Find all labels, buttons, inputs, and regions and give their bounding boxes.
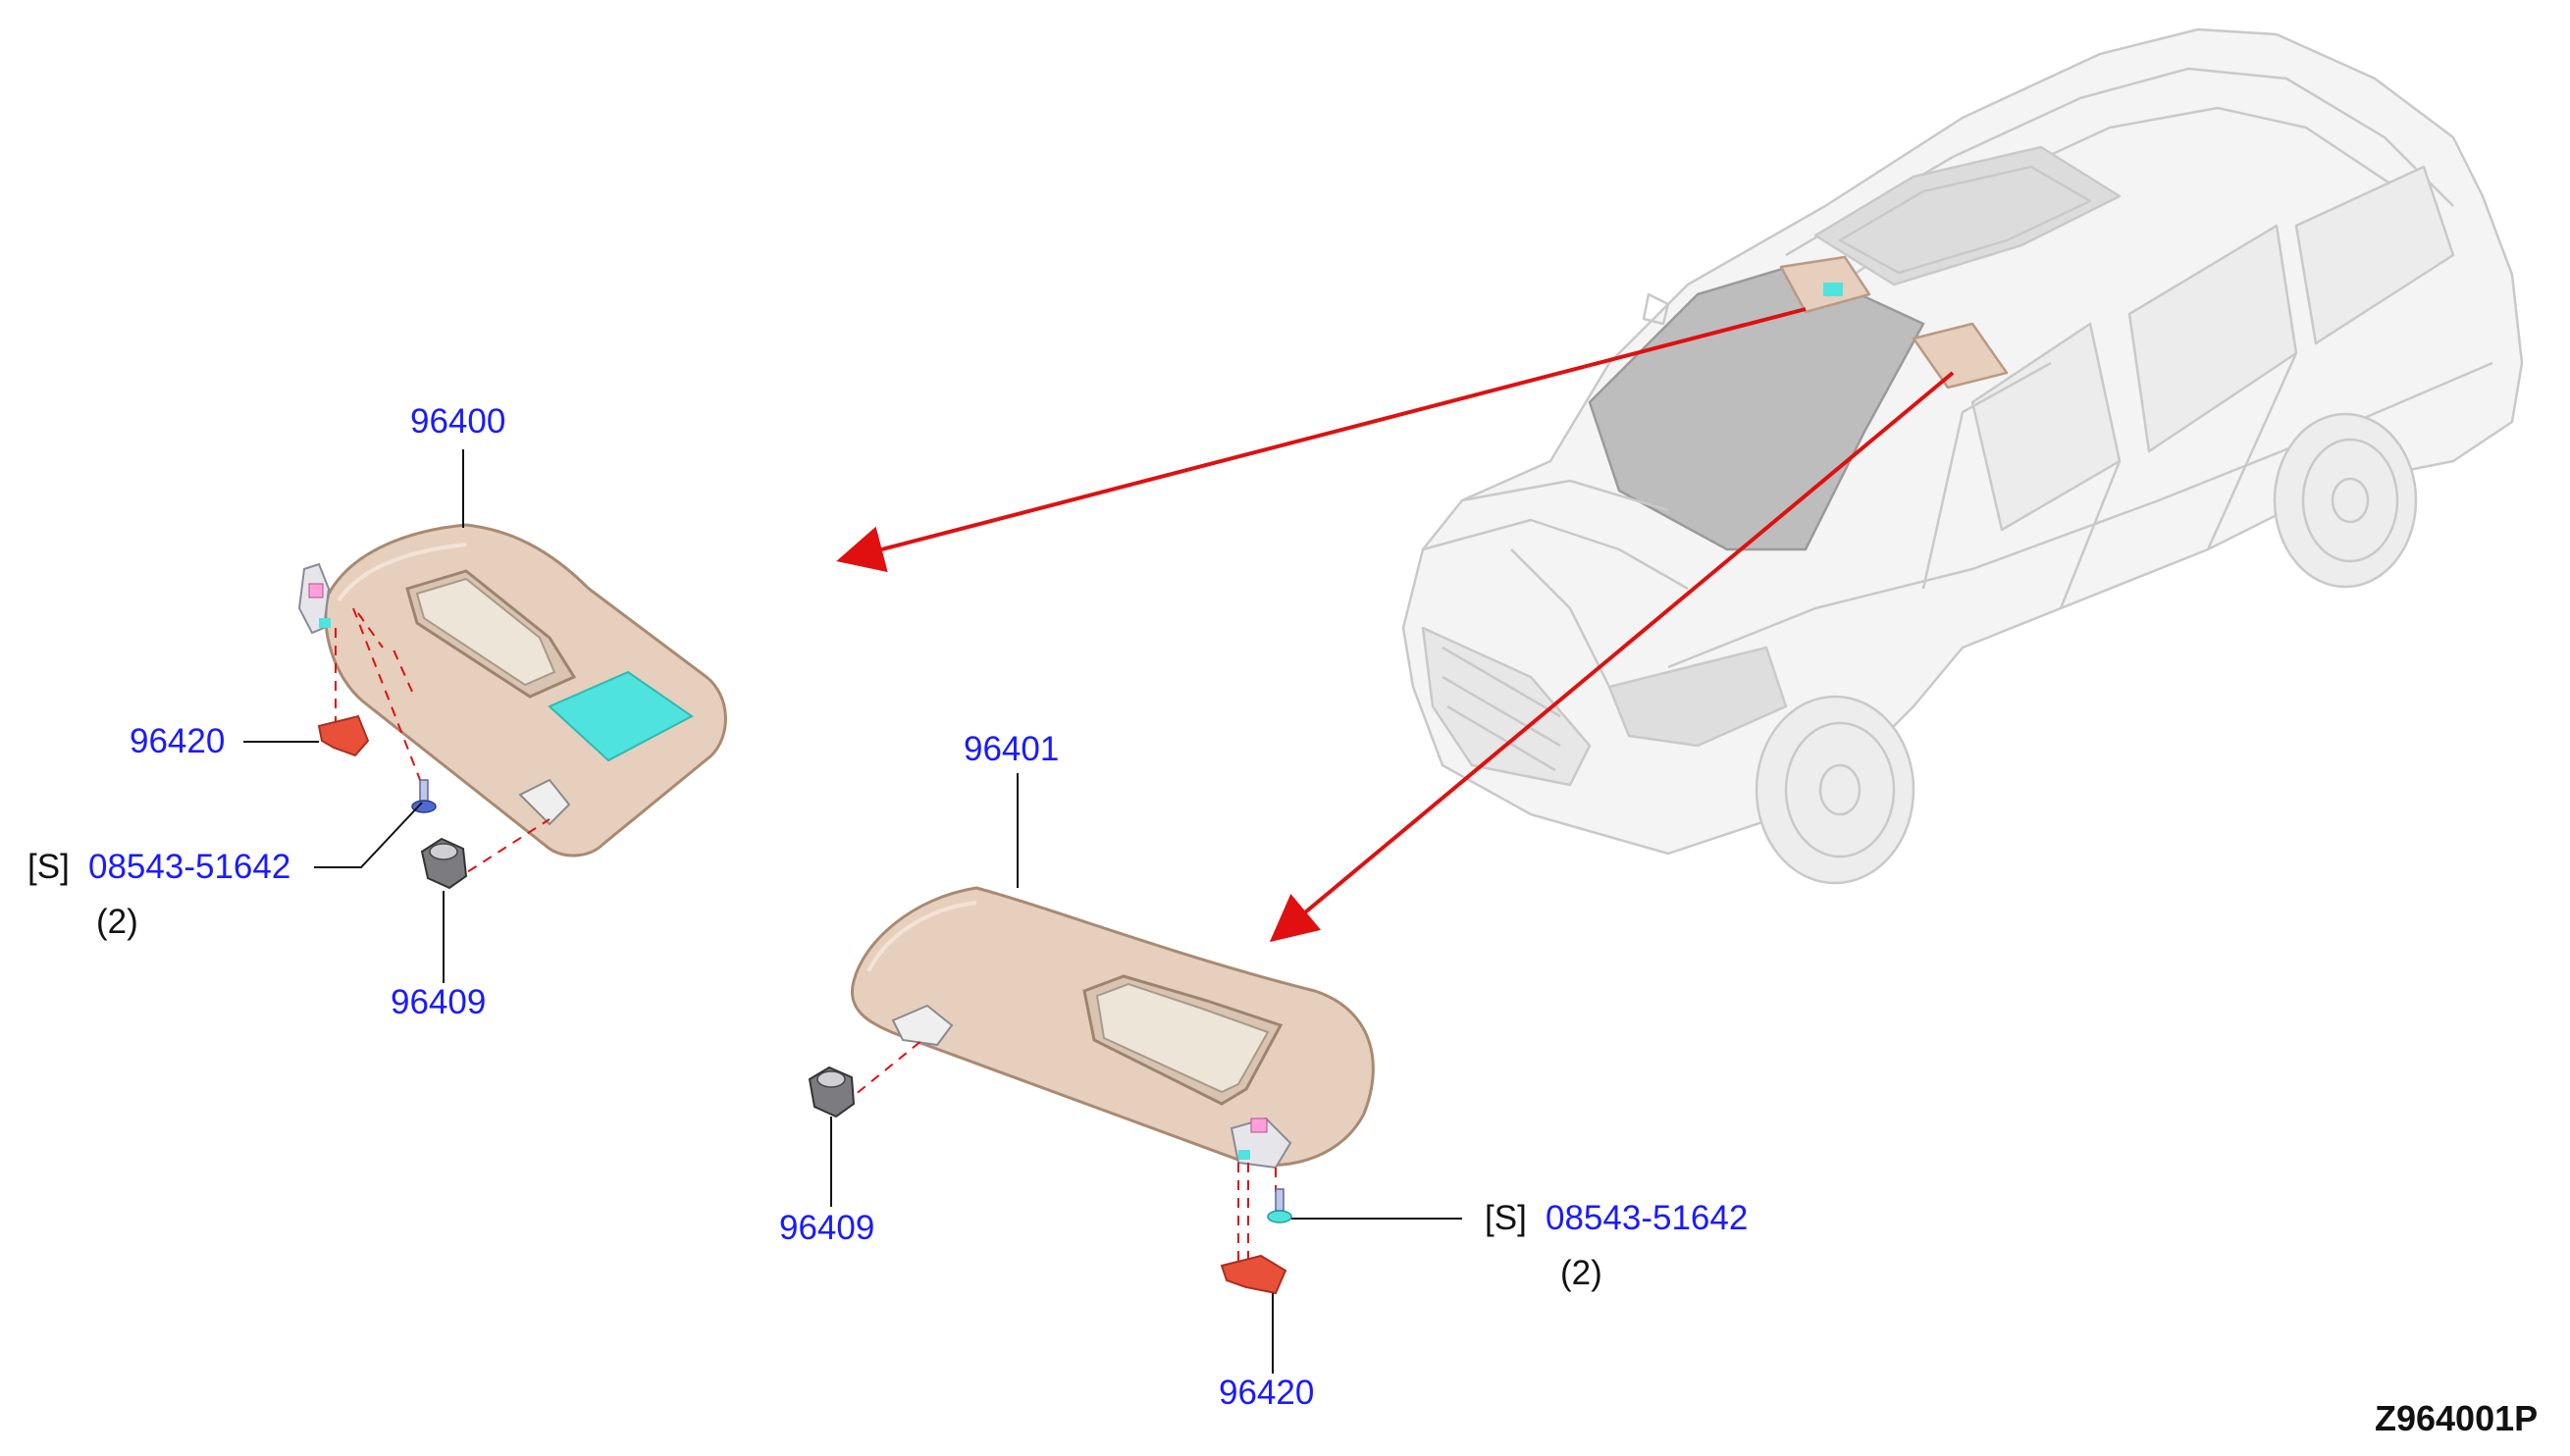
screw-quantity-left: (2)	[96, 903, 138, 941]
sun-visor-icon	[851, 886, 1375, 1170]
sun-visor-icon	[297, 523, 727, 858]
screw-icon	[411, 779, 437, 813]
sun-visor-left-assembly	[243, 449, 727, 983]
part-number-96409-right[interactable]: 96409	[779, 1209, 875, 1247]
part-number-screw-left[interactable]: 08543-51642	[88, 848, 291, 886]
screw-service-prefix-right: [S]	[1485, 1199, 1527, 1237]
part-number-96400[interactable]: 96400	[410, 402, 506, 441]
pointer-arrows	[836, 307, 1955, 943]
screw-icon	[1267, 1188, 1292, 1223]
part-number-screw-right[interactable]: 08543-51642	[1546, 1199, 1749, 1237]
sun-visor-right-assembly	[808, 773, 1462, 1374]
part-number-96409-left[interactable]: 96409	[391, 983, 487, 1021]
cover-clip-icon	[317, 714, 370, 757]
part-number-96401[interactable]: 96401	[964, 730, 1060, 768]
holder-clip-icon	[808, 1066, 856, 1118]
diagram-code: Z964001P	[2375, 1398, 2539, 1438]
part-number-96420-right[interactable]: 96420	[1219, 1374, 1315, 1412]
screw-service-prefix-left: [S]	[27, 848, 70, 886]
screw-quantity-right: (2)	[1560, 1254, 1602, 1292]
vehicle-illustration	[1401, 27, 2524, 885]
pointer-arrow-icon	[836, 307, 1807, 573]
cover-clip-icon	[1220, 1254, 1287, 1295]
part-number-96420-left[interactable]: 96420	[130, 722, 226, 760]
holder-clip-icon	[420, 837, 468, 890]
pointer-arrow-icon	[1269, 371, 1955, 943]
